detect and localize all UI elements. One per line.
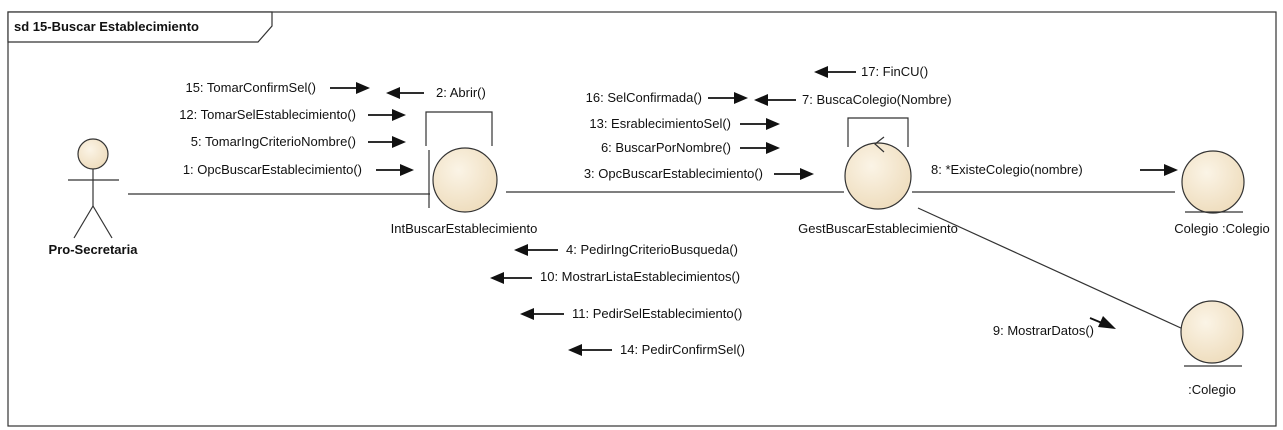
message-4: 4: PedirIngCriterioBusqueda() [566, 242, 738, 257]
entity-colegio-circle [1181, 150, 1245, 214]
arrow-message-4 [514, 244, 558, 256]
message-14: 14: PedirConfirmSel() [620, 342, 745, 357]
arrow-message-16 [708, 92, 748, 104]
control-label: GestBuscarEstablecimiento [798, 221, 958, 236]
message-13: 13: EsrablecimientoSel() [589, 116, 731, 131]
arrow-message-9 [1089, 316, 1116, 329]
message-8: 8: *ExisteColegio(nombre) [931, 162, 1083, 177]
entity-datos [1180, 300, 1244, 367]
control-circle [844, 142, 912, 210]
message-5: 5: TomarIngCriterioNombre() [191, 134, 356, 149]
frame-title: sd 15-Buscar Establecimiento [14, 19, 199, 34]
actor-head [77, 138, 109, 170]
message-11: 11: PedirSelEstablecimiento() [572, 306, 742, 321]
arrow-message-5 [368, 136, 406, 148]
entity-datos-label: :Colegio [1188, 382, 1236, 397]
message-6: 6: BuscarPorNombre() [601, 140, 731, 155]
entity-colegio-label: Colegio :Colegio [1174, 221, 1269, 236]
arrow-message-3 [774, 168, 814, 180]
arrow-message-14 [568, 344, 612, 356]
entity-colegio [1181, 150, 1245, 214]
arrow-message-7 [754, 94, 796, 106]
arrow-message-17 [814, 66, 856, 78]
message-9: 9: MostrarDatos() [993, 323, 1094, 338]
arrow-message-2 [386, 87, 424, 99]
message-2: 2: Abrir() [436, 85, 486, 100]
message-15: 15: TomarConfirmSel() [185, 80, 316, 95]
arrow-message-15 [330, 82, 370, 94]
control-object [844, 117, 912, 210]
arrow-message-8 [1140, 164, 1178, 176]
message-3: 3: OpcBuscarEstablecimiento() [584, 166, 763, 181]
boundary-label: IntBuscarEstablecimiento [391, 221, 538, 236]
actor-right-leg [92, 205, 113, 239]
boundary-self-loop [425, 111, 493, 146]
message-17: 17: FinCU() [861, 64, 928, 79]
arrow-message-6 [740, 142, 780, 154]
message-12: 12: TomarSelEstablecimiento() [179, 107, 356, 122]
message-7: 7: BuscaColegio(Nombre) [802, 92, 952, 107]
message-10: 10: MostrarListaEstablecimientos() [540, 269, 740, 284]
diagram-frame [7, 11, 1277, 427]
entity-datos-circle [1180, 300, 1244, 364]
actor-pro-secretaria [68, 138, 119, 239]
actor-left-leg [73, 205, 94, 239]
arrow-message-10 [490, 272, 532, 284]
arrow-message-11 [520, 308, 564, 320]
arrow-message-12 [368, 109, 406, 121]
actor-label: Pro-Secretaria [49, 242, 139, 257]
boundary-circle [432, 147, 498, 213]
arrow-message-1 [376, 164, 414, 176]
link-control-datos [917, 207, 1195, 335]
boundary-object [425, 111, 498, 213]
control-arrowhead [874, 136, 885, 153]
frame-title-tab [7, 11, 273, 43]
message-16: 16: SelConfirmada() [586, 90, 702, 105]
control-self-loop [847, 117, 909, 147]
arrow-message-13 [740, 118, 780, 130]
message-1: 1: OpcBuscarEstablecimiento() [183, 162, 362, 177]
